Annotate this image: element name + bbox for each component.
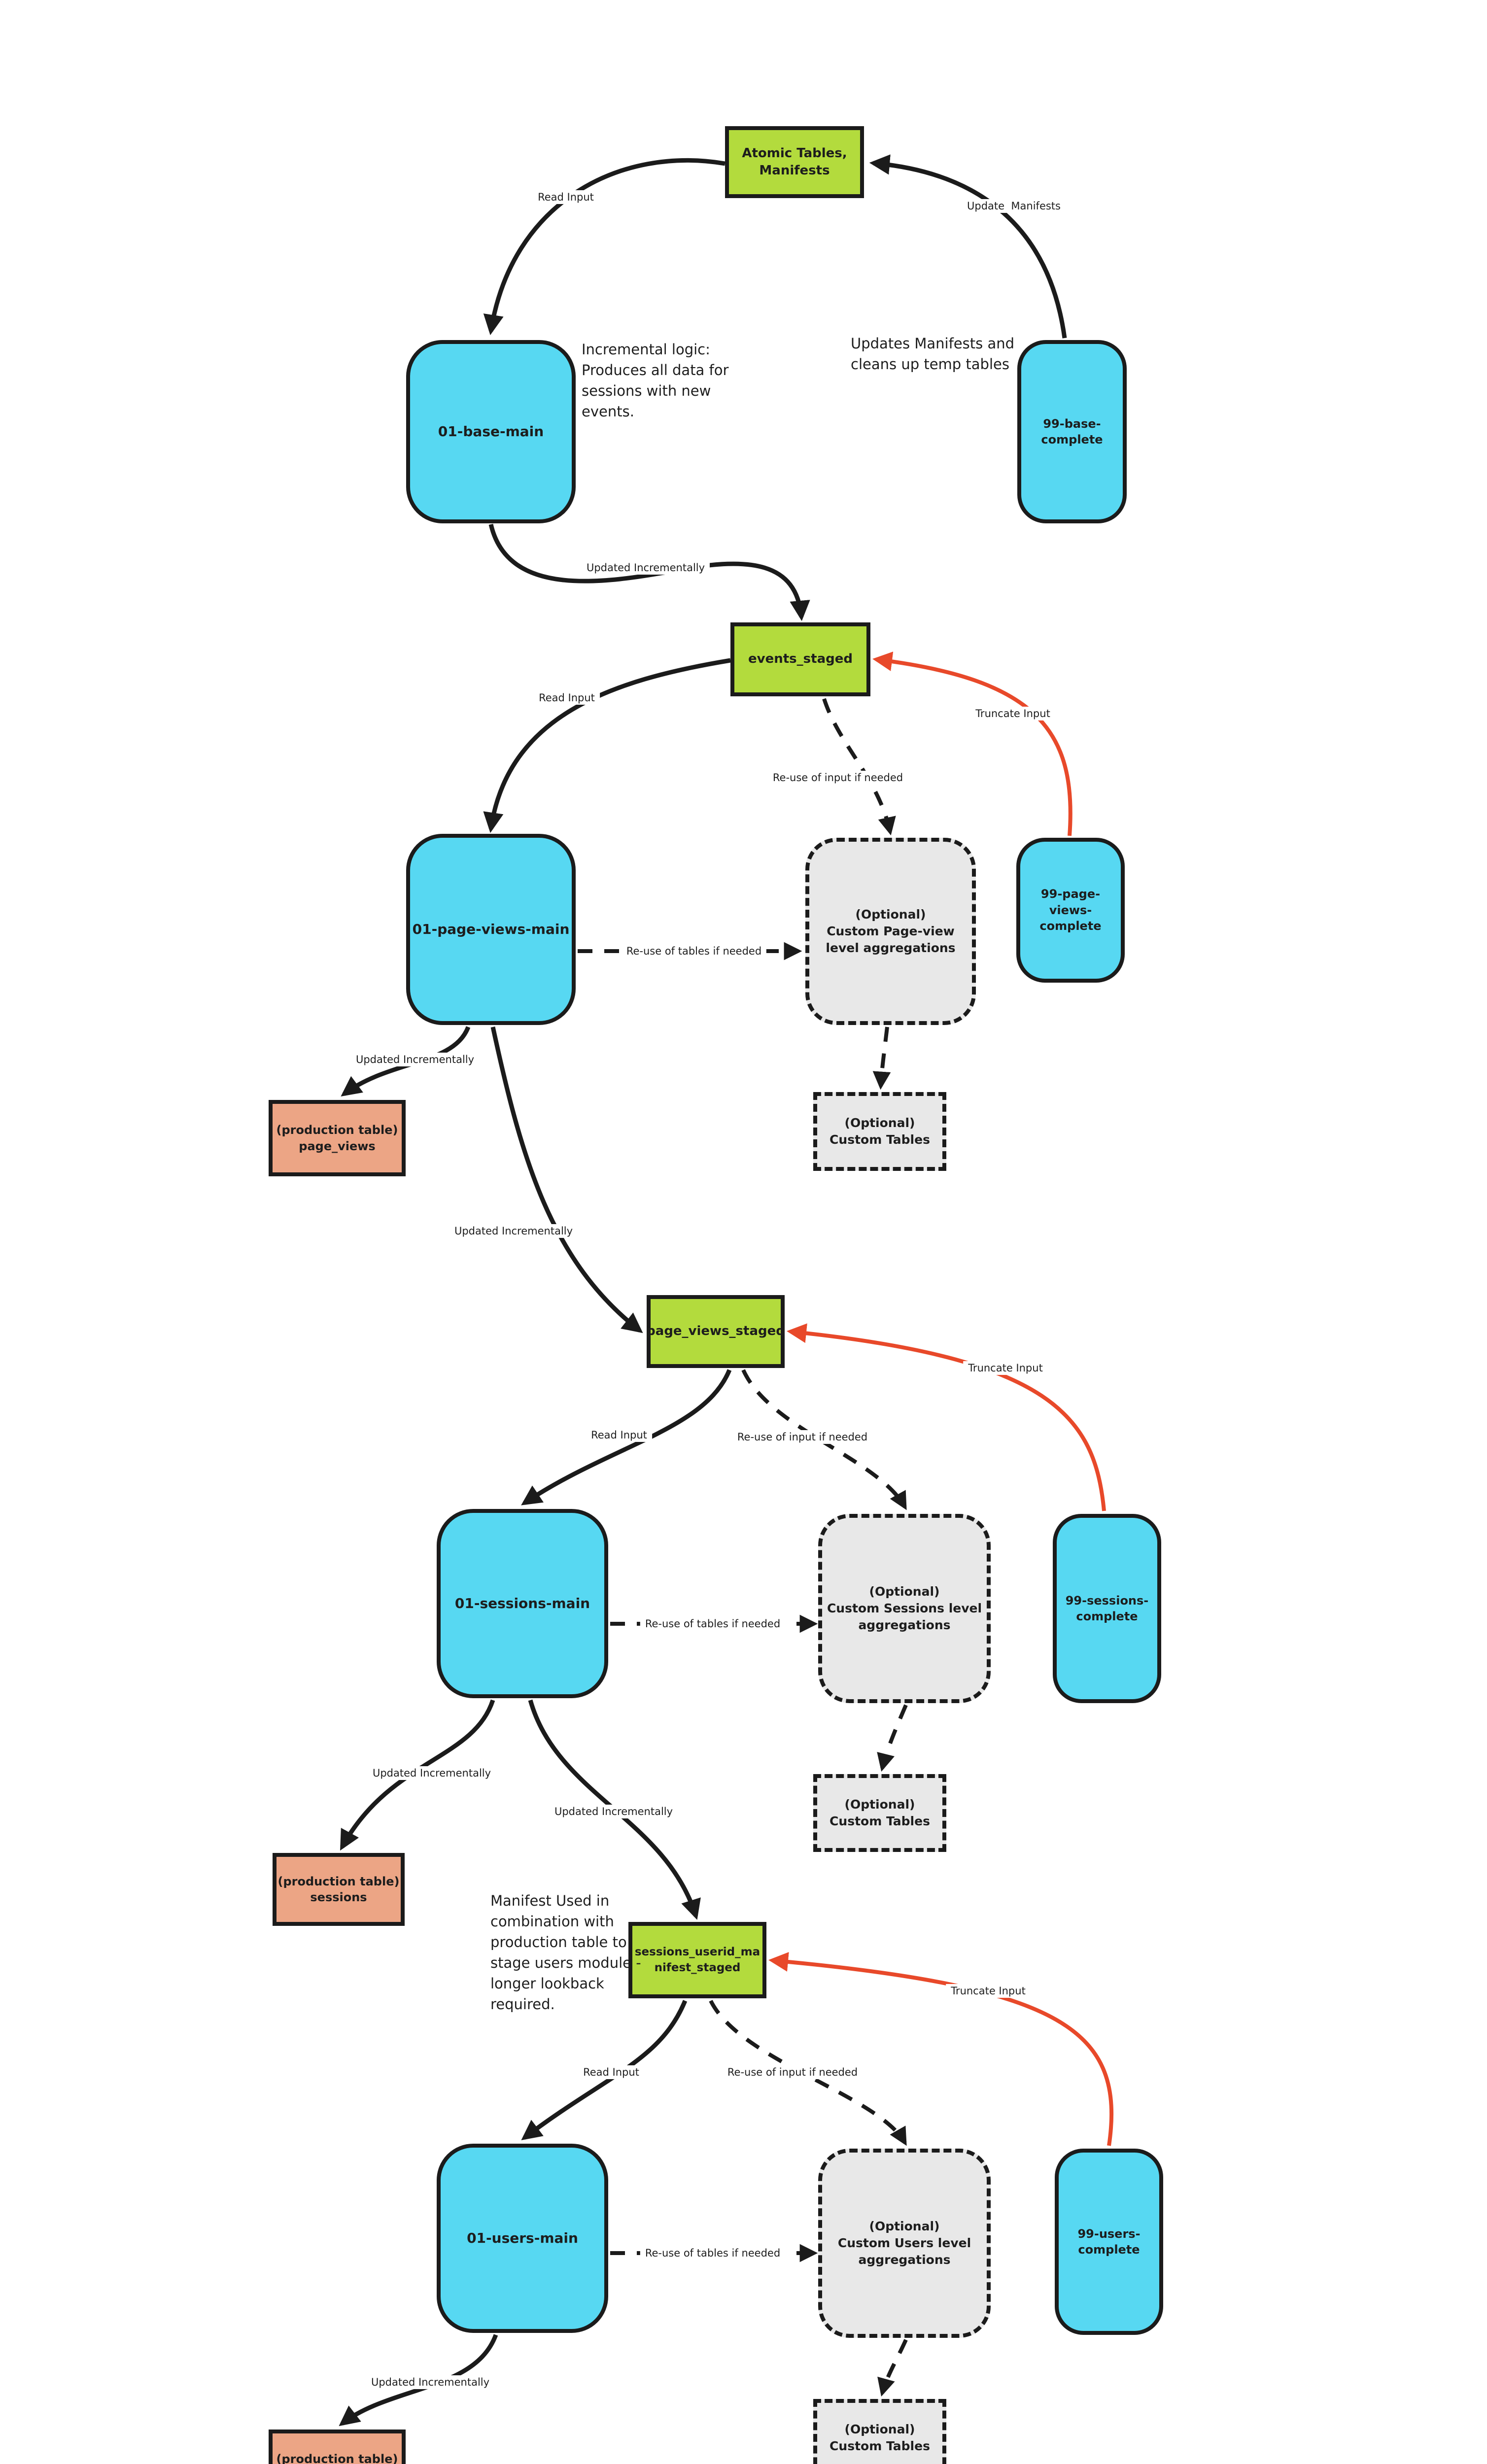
edge-read-input-pageviews [483, 658, 731, 833]
annotation-updates-manifests: Updates Manifests and cleans up temp tab… [851, 335, 1014, 373]
edge-label-updated-incrementally-3: Updated Incrementally [449, 1224, 578, 1238]
edge-label-read-input-4: Read Input [578, 2065, 644, 2079]
node-production-sessions: (production table) sessions [273, 1853, 405, 1926]
node-99-sessions-complete: 99-sessions- complete [1053, 1514, 1161, 1703]
edge-optional-to-custom-tables-users [877, 2339, 908, 2397]
edge-label-updated-incrementally-5: Updated Incrementally [549, 1805, 678, 1818]
node-sessions-userid-manifest-staged: sessions_userid_ma nifest_staged [628, 1922, 766, 1998]
node-production-users: (production table) users [269, 2430, 406, 2464]
node-01-sessions-main: 01-sessions-main [437, 1509, 608, 1698]
edge-updated-incrementally-pageviews-staged [490, 1027, 643, 1334]
edge-reuse-input-users [709, 2000, 907, 2146]
node-events-staged: events_staged [730, 622, 870, 696]
node-atomic-tables-manifests: Atomic Tables, Manifests [725, 126, 864, 198]
edge-updated-incrementally-prod-sessions [340, 1699, 495, 1851]
edge-label-truncate-input-2: Truncate Input [963, 1361, 1048, 1375]
node-page-views-staged: page_views_staged [646, 1295, 785, 1368]
node-production-page-views: (production table) page_views [269, 1100, 406, 1176]
edge-label-reuse-input-2: Re-use of input if needed [732, 1430, 873, 1444]
node-01-users-main: 01-users-main [437, 2144, 608, 2333]
node-optional-sessions-aggregations: (Optional) Custom Sessions level aggrega… [818, 1514, 991, 1703]
edge-label-updated-incrementally-2: Updated Incrementally [350, 1053, 480, 1066]
edge-label-updated-incrementally-4: Updated Incrementally [367, 1766, 496, 1780]
edge-label-reuse-tables-2: Re-use of tables if needed [640, 1617, 786, 1631]
edge-label-updated-incrementally-1: Updated Incrementally [581, 561, 710, 575]
annotation-incremental-logic: Incremental logic: Produces all data for… [582, 341, 729, 420]
edge-optional-to-custom-tables-sessions [877, 1704, 908, 1772]
edge-label-update-manifests: Update Manifests [962, 199, 1066, 213]
edge-optional-to-custom-tables-pageviews [872, 1027, 891, 1090]
edge-truncate-input-pageviews-staged [787, 1323, 1106, 1511]
edge-read-input-base [483, 158, 726, 336]
edge-label-reuse-tables-1: Re-use of tables if needed [621, 944, 767, 958]
node-99-users-complete: 99-users- complete [1055, 2149, 1163, 2335]
edge-truncate-input-userid-staged [768, 1951, 1114, 2146]
edge-label-truncate-input-1: Truncate Input [970, 707, 1055, 720]
node-99-base-complete: 99-base- complete [1017, 340, 1127, 523]
node-optional-custom-tables-sessions: (Optional) Custom Tables [813, 1774, 946, 1852]
edge-label-read-input-1: Read Input [533, 190, 599, 204]
edge-label-reuse-input-3: Re-use of input if needed [722, 2065, 863, 2079]
edge-truncate-input-events [872, 651, 1072, 836]
edge-label-reuse-input-1: Re-use of input if needed [767, 771, 908, 785]
node-optional-custom-tables-pageviews: (Optional) Custom Tables [813, 1092, 946, 1171]
edge-label-read-input-2: Read Input [534, 691, 600, 705]
edge-label-truncate-input-3: Truncate Input [946, 1984, 1031, 1998]
annotation-manifest-used: Manifest Used in combination with produc… [490, 1892, 641, 2013]
node-optional-users-aggregations: (Optional) Custom Users level aggregatio… [818, 2149, 991, 2338]
edge-label-read-input-3: Read Input [586, 1428, 652, 1442]
node-01-base-main: 01-base-main [406, 340, 576, 523]
node-99-page-views-complete: 99-page-views- complete [1016, 838, 1125, 983]
edge-label-reuse-tables-3: Re-use of tables if needed [640, 2246, 786, 2260]
node-optional-custom-tables-users: (Optional) Custom Tables [813, 2399, 946, 2464]
node-01-page-views-main: 01-page-views-main [406, 834, 576, 1025]
edge-reuse-input-pageviews [822, 698, 896, 836]
edge-update-manifests [869, 154, 1067, 339]
edge-label-updated-incrementally-6: Updated Incrementally [366, 2375, 495, 2389]
node-optional-pageview-aggregations: (Optional) Custom Page-view level aggreg… [805, 838, 976, 1025]
